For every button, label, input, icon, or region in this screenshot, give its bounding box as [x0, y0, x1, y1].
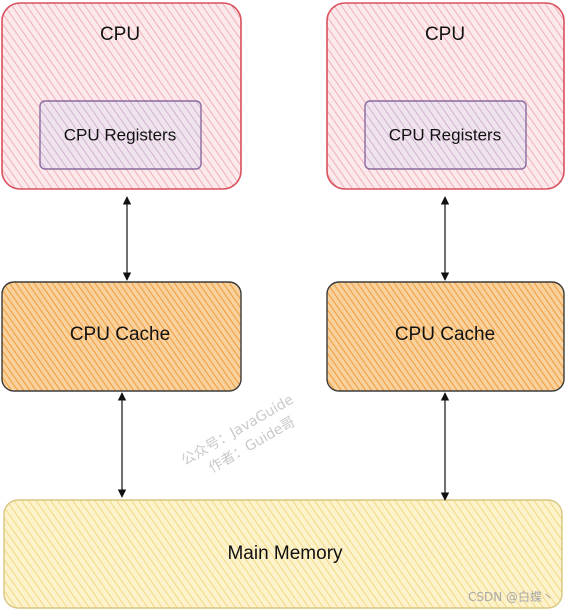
registers-box-left: CPU Registers: [39, 100, 202, 170]
main-memory-box: Main Memory: [3, 499, 563, 609]
registers-label-right: CPU Registers: [389, 125, 501, 144]
cache-box-right: CPU Cache: [326, 281, 565, 392]
main-memory-label: Main Memory: [227, 543, 343, 564]
cpu-label-left: CPU: [100, 24, 140, 45]
cache-label-right: CPU Cache: [395, 324, 495, 345]
cpu-label-right: CPU: [425, 24, 465, 45]
cache-box-left: CPU Cache: [1, 281, 242, 392]
registers-label-left: CPU Registers: [64, 125, 176, 144]
csdn-footer: CSDN @白蝶丶: [467, 590, 554, 604]
cpu-box-left: CPU CPU Registers: [1, 2, 242, 190]
cache-label-left: CPU Cache: [70, 324, 170, 345]
watermark: 公众号：JavaGuide 作者：Guide哥: [179, 392, 298, 477]
cpu-box-right: CPU CPU Registers: [326, 2, 565, 190]
registers-box-right: CPU Registers: [364, 100, 527, 170]
